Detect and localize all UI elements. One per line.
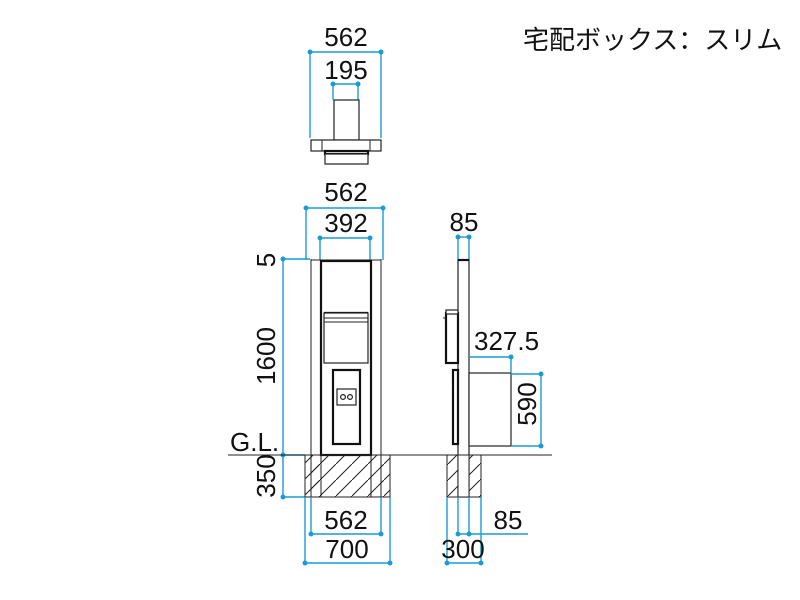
front-embed-depth: 350 xyxy=(251,454,281,497)
front-height: 1600 xyxy=(251,327,281,385)
side-view: 85 327.5 590 xyxy=(441,207,544,566)
side-mailbox-projection: 327.5 xyxy=(474,326,539,356)
side-post-thickness: 85 xyxy=(450,207,479,237)
front-top-offset: 5 xyxy=(251,253,281,267)
top-inner-width: 195 xyxy=(324,55,367,85)
drawing-title: 宅配ボックス：スリム xyxy=(523,26,783,56)
top-outer-width: 562 xyxy=(324,22,367,52)
top-view: 562 195 xyxy=(307,22,384,165)
front-foundation-width: 700 xyxy=(325,534,368,564)
front-view: 562 392 5 1600 350 G.L. xyxy=(228,177,552,566)
front-inner-width: 392 xyxy=(324,208,367,238)
side-base-thickness: 85 xyxy=(494,505,523,535)
ground-level-label: G.L. xyxy=(230,427,279,457)
side-box-height: 590 xyxy=(512,382,542,425)
front-base-width: 562 xyxy=(324,505,367,535)
front-outer-width: 562 xyxy=(324,177,367,207)
side-foundation-width: 300 xyxy=(441,534,484,564)
